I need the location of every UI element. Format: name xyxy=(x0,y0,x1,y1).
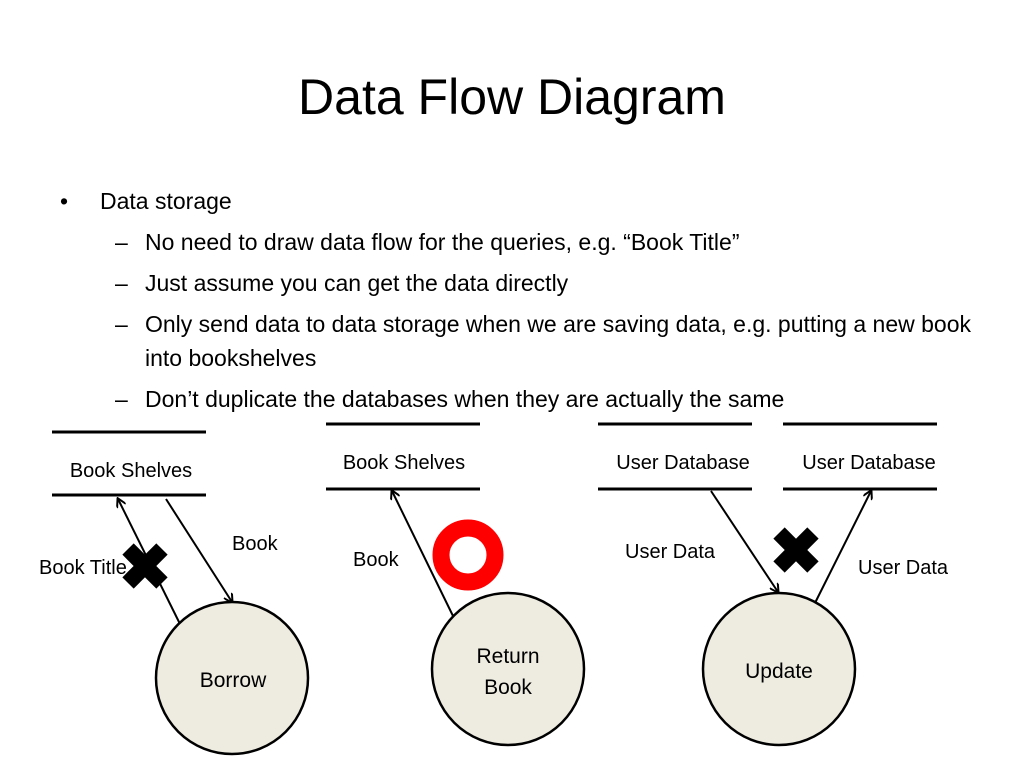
data-store-label: Book Shelves xyxy=(343,452,465,474)
process-label: Borrow xyxy=(200,669,267,692)
cross-icon xyxy=(773,527,819,573)
example-borrow: Book Shelves Book Title Book Borrow xyxy=(39,430,310,756)
example-return-book: Book Shelves Book Return Book xyxy=(326,422,586,747)
sub-bullet-text: Just assume you can get the data directl… xyxy=(145,270,569,296)
flow-arrow-book xyxy=(165,498,232,602)
data-store-user-database-a: User Database xyxy=(598,422,752,491)
sub-bullet-text: Don’t duplicate the databases when they … xyxy=(145,386,785,412)
flow-label-book-title: Book Title xyxy=(39,557,127,579)
flow-arrow-user-data-out xyxy=(814,491,871,604)
process-update: Update xyxy=(701,591,857,747)
sub-bullet-item: – Don’t duplicate the databases when the… xyxy=(60,382,980,416)
bullet-text: Data storage xyxy=(100,188,232,214)
sub-bullet-item: – No need to draw data flow for the quer… xyxy=(60,225,980,259)
flow-label-book: Book xyxy=(232,533,279,555)
sub-bullet-marker: – xyxy=(115,311,128,337)
cross-icon xyxy=(122,543,168,589)
data-store-book-shelves: Book Shelves xyxy=(326,422,480,491)
circle-icon xyxy=(432,519,504,591)
sub-bullet-item: – Just assume you can get the data direc… xyxy=(60,266,980,300)
sub-bullet-item: – Only send data to data storage when we… xyxy=(60,307,980,375)
data-store-book-shelves: Book Shelves xyxy=(52,430,206,497)
sub-bullet-marker: – xyxy=(115,386,128,412)
data-store-label: Book Shelves xyxy=(70,460,192,482)
flow-arrow-user-data-in xyxy=(710,490,778,592)
data-store-user-database-b: User Database xyxy=(783,422,937,491)
process-borrow: Borrow xyxy=(154,600,310,756)
process-label: Update xyxy=(745,660,813,683)
bullet-list: • Data storage – No need to draw data fl… xyxy=(60,184,980,416)
data-store-label: User Database xyxy=(616,452,749,474)
flow-label-user-data: User Data xyxy=(858,557,949,579)
flow-arrow-book xyxy=(392,491,455,619)
bullet-marker: • xyxy=(60,188,69,214)
sub-bullet-text: Only send data to data storage when we a… xyxy=(145,311,971,371)
flow-label-user-data: User Data xyxy=(625,541,716,563)
data-store-label: User Database xyxy=(802,452,935,474)
flow-label-book: Book xyxy=(353,549,400,571)
sub-bullet-text: No need to draw data flow for the querie… xyxy=(145,229,740,255)
process-label-line1: Return xyxy=(476,645,539,668)
example-update: User Database User Database User Data Us… xyxy=(598,422,949,747)
process-label-line2: Book xyxy=(484,676,532,699)
sub-bullet-marker: – xyxy=(115,270,128,296)
slide-title: Data Flow Diagram xyxy=(298,69,726,125)
sub-bullet-marker: – xyxy=(115,229,128,255)
bullet-item: • Data storage xyxy=(60,184,980,218)
process-return-book: Return Book xyxy=(430,591,586,747)
